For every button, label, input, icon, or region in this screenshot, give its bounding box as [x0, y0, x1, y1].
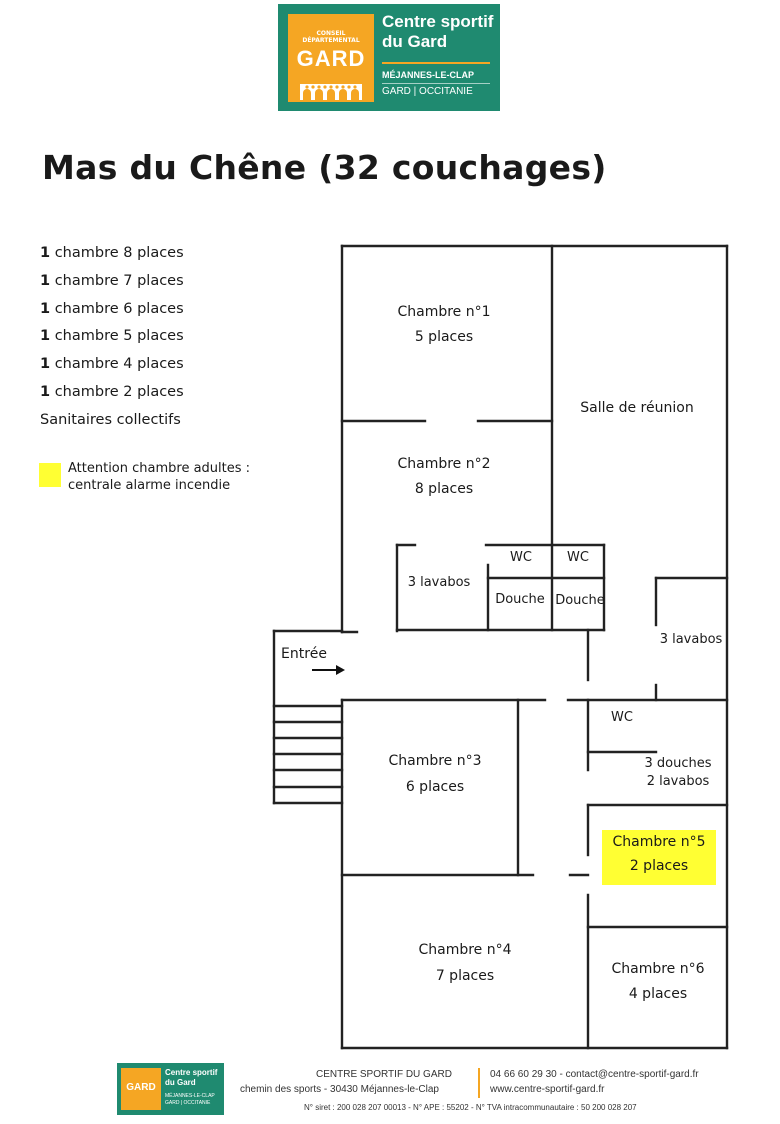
legend-count: 1 [40, 328, 51, 345]
legend-count: 1 [40, 300, 51, 317]
gard-label-small: GARD [126, 1082, 156, 1093]
showers-label: 3 douches 2 lavabos [632, 755, 724, 791]
logo-separator-thin [382, 83, 490, 84]
room2-places: 8 places [414, 481, 474, 497]
room1-places: 5 places [414, 329, 474, 345]
logo-title-line1: Centre sportif [382, 12, 494, 31]
room3-label: Chambre n°3 6 places [380, 753, 490, 795]
aqueduct-icon [300, 84, 362, 100]
logo-location: MÉJANNES-LE-CLAP [382, 70, 475, 80]
footer-logo-title: Centre sportif du Gard [165, 1068, 218, 1087]
room5-name: Chambre n°5 [612, 834, 706, 850]
note-line1: Attention chambre adultes : [68, 461, 251, 476]
legend-item: 1 chambre 2 places [40, 379, 184, 407]
room1-label: Chambre n°1 5 places [394, 304, 494, 345]
legend-text: chambre 8 places [50, 245, 184, 261]
room2-label: Chambre n°2 8 places [394, 456, 494, 497]
entrance-label: Entrée [281, 646, 327, 662]
room3-name: Chambre n°3 [388, 753, 482, 769]
footer-separator [478, 1068, 480, 1098]
logo-title: Centre sportif du Gard [382, 12, 493, 52]
legend-sanitary: Sanitaires collectifs [40, 411, 181, 428]
room5-places: 2 places [629, 858, 689, 874]
note-line2: centrale alarme incendie [68, 478, 231, 493]
legend-text: chambre 2 places [50, 383, 184, 400]
gard-badge: CONSEIL DÉPARTEMENTAL GARD [288, 14, 374, 102]
council-label: CONSEIL DÉPARTEMENTAL [302, 30, 360, 44]
legend-item: 1 chambre 8 places [40, 240, 184, 268]
footer-address: chemin des sports - 30430 Méjannes-le-Cl… [240, 1084, 439, 1095]
legend-text: chambre 6 places [50, 300, 184, 317]
meeting-room-label: Salle de réunion [580, 400, 694, 416]
legend-text: chambre 4 places [50, 356, 184, 373]
room4-places: 7 places [435, 968, 495, 984]
footer-legal: N° siret : 200 028 207 00013 - N° APE : … [304, 1103, 637, 1112]
footer-website: www.centre-sportif-gard.fr [490, 1084, 605, 1095]
room5-highlight [602, 830, 716, 885]
legend-text: chambre 5 places [50, 328, 184, 345]
adult-room-note: Attention chambre adultes : centrale ala… [68, 460, 250, 494]
room6-name: Chambre n°6 [611, 961, 705, 977]
logo-top: CONSEIL DÉPARTEMENTAL GARD Centre sporti… [278, 4, 500, 111]
logo-title-line2: du Gard [382, 32, 448, 51]
page-title: Mas du Chêne (32 couchages) [42, 148, 607, 187]
room5-label: Chambre n°5 2 places [602, 834, 716, 874]
legend-count: 1 [40, 356, 51, 373]
logo-separator [382, 62, 490, 64]
adult-room-swatch [39, 463, 61, 487]
gard-label: GARD [296, 46, 366, 71]
showers-count: 3 douches [644, 756, 712, 771]
entrance-arrow-icon [312, 665, 345, 675]
wc-label-b: WC [567, 550, 589, 565]
room1-name: Chambre n°1 [397, 304, 491, 320]
gard-badge-small: GARD [121, 1068, 161, 1110]
wc-label-c: WC [611, 710, 633, 725]
legend-item: 1 chambre 7 places [40, 268, 184, 296]
legend-count: 1 [40, 245, 51, 261]
douche-label-a: Douche [495, 592, 545, 607]
footer-org-name: CENTRE SPORTIF DU GARD [316, 1069, 452, 1080]
room2-name: Chambre n°2 [397, 456, 491, 472]
lavabos-count-c: 2 lavabos [646, 774, 710, 789]
room6-label: Chambre n°6 4 places [603, 961, 713, 1002]
lavabos-label-b: 3 lavabos [659, 632, 723, 647]
wc-label-a: WC [510, 550, 532, 565]
room4-name: Chambre n°4 [418, 942, 512, 958]
room4-label: Chambre n°4 7 places [410, 942, 520, 984]
douche-label-b: Douche [555, 593, 605, 608]
room6-places: 4 places [628, 986, 688, 1002]
footer-contact: 04 66 60 29 30 - contact@centre-sportif-… [490, 1069, 699, 1080]
legend-count: 1 [40, 383, 51, 400]
legend-item: 1 chambre 6 places [40, 296, 184, 324]
legend-item: 1 chambre 4 places [40, 351, 184, 379]
logo-footer: GARD Centre sportif du Gard MÉJANNES-LE-… [117, 1063, 224, 1115]
room3-places: 6 places [405, 779, 465, 795]
footer-logo-sub: MÉJANNES-LE-CLAP GARD | OCCITANIE [165, 1093, 215, 1106]
legend-item: 1 chambre 5 places [40, 323, 184, 351]
legend-text: chambre 7 places [50, 272, 184, 289]
legend-count: 1 [40, 272, 51, 289]
logo-region: GARD | OCCITANIE [382, 86, 473, 97]
room-legend: 1 chambre 8 places 1 chambre 7 places 1 … [40, 240, 184, 435]
lavabos-label-a: 3 lavabos [407, 575, 471, 590]
